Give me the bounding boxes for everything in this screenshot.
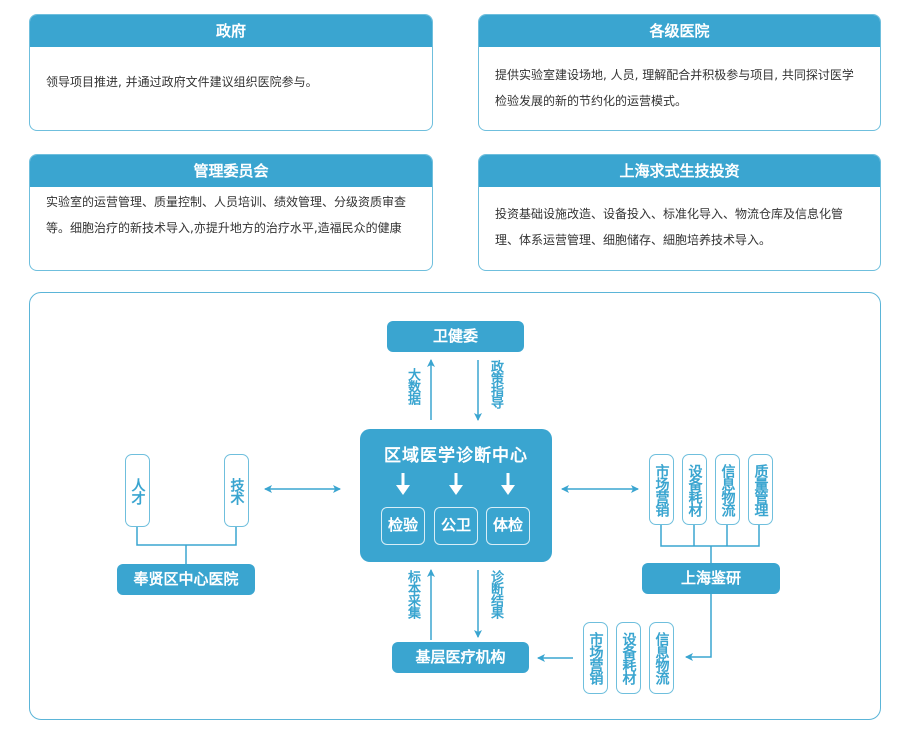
- item-info-logistics: 信息物流: [715, 454, 740, 525]
- item-technology: 技术: [224, 454, 249, 527]
- node-primary-care: 基层医疗机构: [392, 642, 529, 673]
- item-equipment-bottom: 设备耗材: [616, 622, 641, 694]
- label-diagnosis-result: 诊断结果: [488, 570, 503, 618]
- card-title: 政府: [30, 15, 432, 47]
- sub-public-health: 公卫: [434, 507, 478, 545]
- node-health-commission: 卫健委: [387, 321, 524, 352]
- bracket-right: [660, 525, 760, 547]
- card-body: 领导项目推进, 并通过政府文件建议组织医院参与。: [46, 75, 318, 89]
- card-title: 各级医院: [479, 15, 880, 47]
- item-info-logistics-bottom: 信息物流: [649, 622, 674, 694]
- item-talent: 人才: [125, 454, 150, 527]
- center-title: 区域医学诊断中心: [384, 446, 528, 466]
- sub-testing: 检验: [381, 507, 425, 545]
- card-title: 上海求式生技投资: [479, 155, 880, 187]
- node-shanghai-jianyan: 上海鉴研: [642, 563, 780, 594]
- card-government: 政府 领导项目推进, 并通过政府文件建议组织医院参与。: [29, 14, 433, 131]
- card-body: 实验室的运营管理、质量控制、人员培训、绩效管理、分级资质审查等。细胞治疗的新技术…: [46, 195, 407, 235]
- label-sample-collection: 标本采集: [405, 570, 420, 618]
- card-body: 投资基础设施改造、设备投入、标准化导入、物流仓库及信息化管理、体系运营管理、细胞…: [495, 207, 844, 247]
- node-regional-diagnosis-center: 区域医学诊断中心 检验 公卫 体检: [360, 429, 552, 562]
- card-body: 提供实验室建设场地, 人员, 理解配合并积极参与项目, 共同探讨医学检验发展的新…: [495, 68, 854, 108]
- card-committee: 管理委员会 实验室的运营管理、质量控制、人员培训、绩效管理、分级资质审查等。细胞…: [29, 154, 433, 271]
- card-investment: 上海求式生技投资 投资基础设施改造、设备投入、标准化导入、物流仓库及信息化管理、…: [478, 154, 881, 271]
- item-equipment: 设备耗材: [682, 454, 707, 525]
- diagram-frame: [29, 292, 881, 720]
- card-hospitals: 各级医院 提供实验室建设场地, 人员, 理解配合并积极参与项目, 共同探讨医学检…: [478, 14, 881, 131]
- bracket-left: [136, 527, 237, 546]
- card-title: 管理委员会: [30, 155, 432, 187]
- center-down-arrows: [396, 473, 515, 495]
- line-jianyan-to-items: [685, 594, 712, 661]
- node-fengxian-hospital: 奉贤区中心医院: [117, 564, 255, 595]
- item-quality-mgmt: 质量管理: [748, 454, 773, 525]
- item-marketing-bottom: 市场营销: [583, 622, 608, 694]
- label-policy-guidance: 政策指导: [488, 360, 503, 408]
- item-marketing: 市场营销: [649, 454, 674, 525]
- label-big-data: 大数据: [405, 368, 420, 404]
- sub-physical-exam: 体检: [486, 507, 530, 545]
